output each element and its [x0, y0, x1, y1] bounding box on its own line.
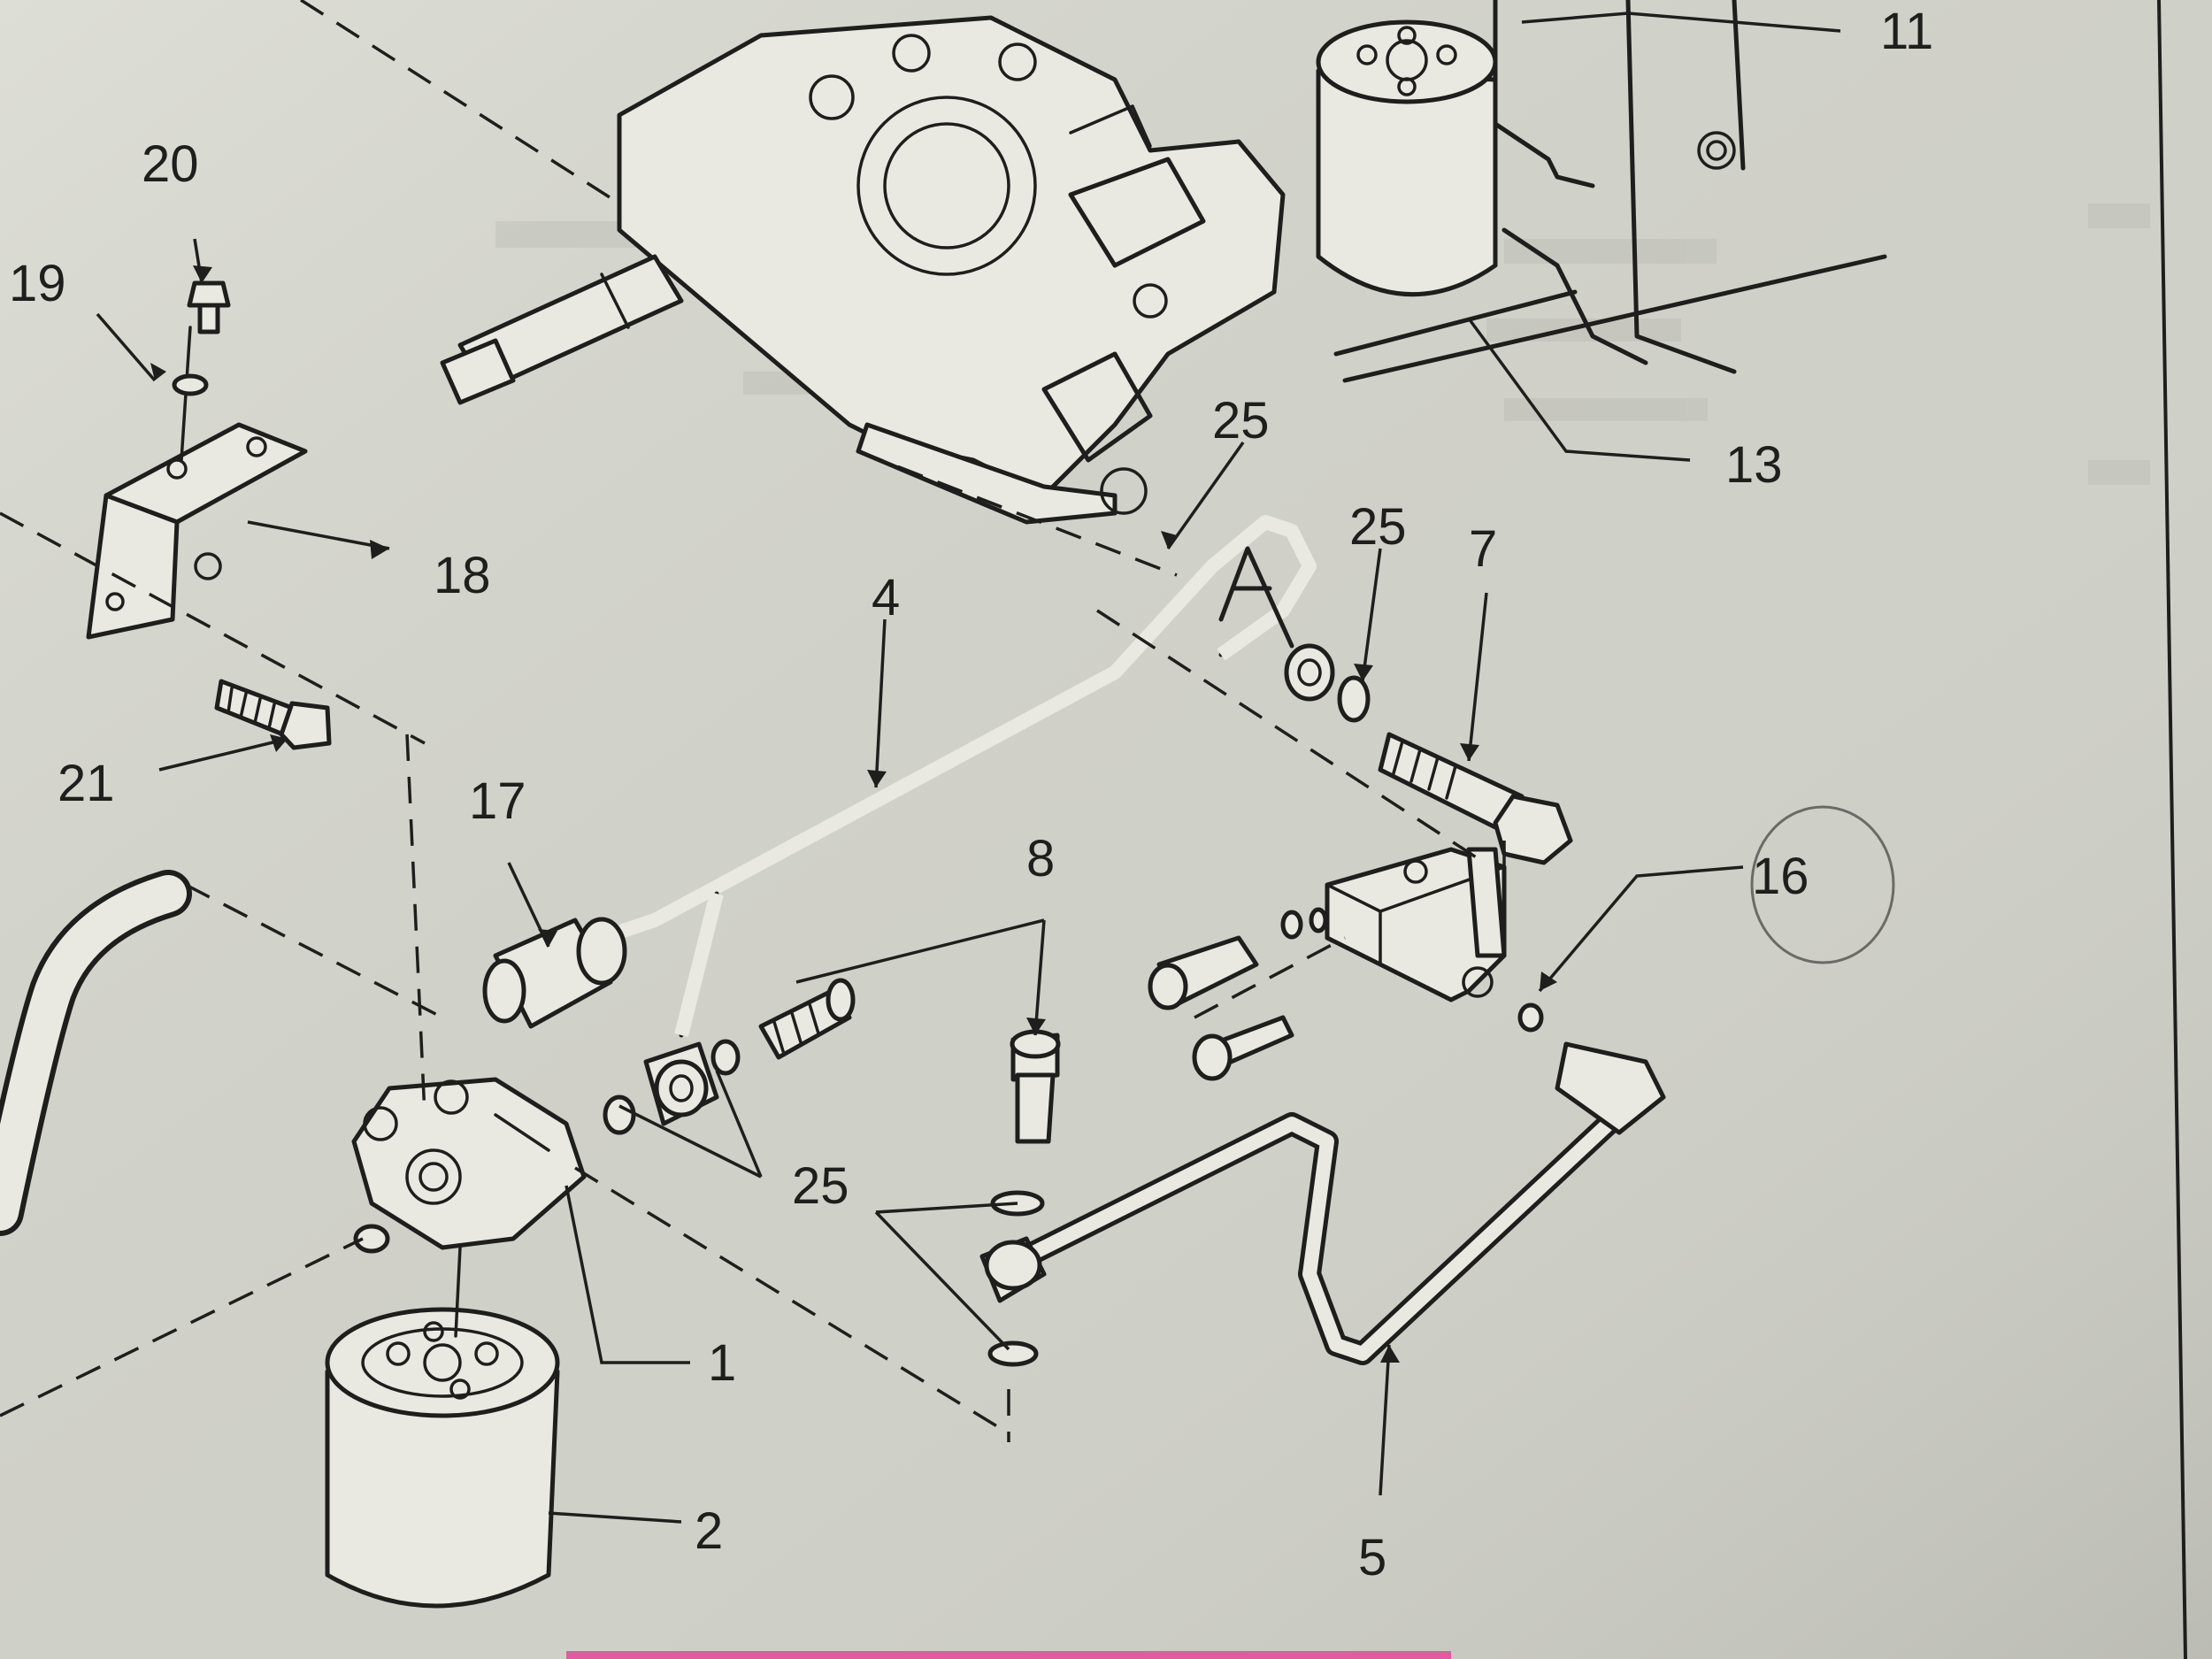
callout-21: 21 — [58, 755, 115, 812]
bracket-18 — [86, 326, 308, 640]
callout-2: 2 — [695, 1502, 723, 1560]
callout-5: 5 — [1358, 1529, 1386, 1586]
callout-8: 8 — [1026, 830, 1055, 887]
callout-19: 19 — [9, 255, 66, 312]
engine-block-right — [1333, 0, 1887, 383]
callout-16: 11 — [1880, 3, 1933, 60]
highlight-circle-11 — [1750, 805, 1895, 964]
filter-adapter-1 — [351, 1077, 587, 1254]
callout-25c: 25 — [792, 1157, 849, 1215]
callout-25a: 25 — [1212, 392, 1270, 449]
callout-11: 16 — [1752, 848, 1809, 905]
hose-left — [0, 870, 192, 1236]
callout-1: 1 — [708, 1334, 736, 1392]
callout-17: 17 — [469, 772, 526, 830]
callout-20: 20 — [142, 135, 199, 193]
callout-7: 7 — [1469, 520, 1497, 578]
washer-19 — [172, 373, 209, 396]
callout-labels: 11 13 25 25 7 4 18 20 19 21 17 8 16 25 1… — [9, 3, 1933, 1586]
assembly-dashed-lines — [0, 0, 1506, 1442]
callout-25b: 25 — [1349, 498, 1407, 556]
callout-13: 13 — [1725, 436, 1783, 494]
leader-lines — [96, 12, 1841, 1524]
bolt-21 — [214, 679, 332, 750]
oil-tube-5 — [979, 1002, 1666, 1367]
fitting-8-left — [758, 978, 856, 1060]
oil-filter-13 — [1316, 19, 1498, 297]
engine-housing — [440, 15, 1286, 525]
manifold-block — [1325, 847, 1507, 1002]
leader-arrowheads — [150, 265, 1557, 1363]
bolt-20 — [187, 280, 231, 334]
callout-4: 4 — [872, 569, 900, 626]
bolts-manifold — [1148, 907, 1328, 1081]
oil-filter-2 — [325, 1246, 560, 1609]
page-edge-accent — [566, 1651, 1451, 1659]
oil-tube-4 — [482, 515, 1335, 1135]
page-edge-line — [2157, 0, 2187, 1659]
callout-18: 18 — [434, 547, 491, 604]
bolt-7 — [1337, 675, 1573, 865]
fitting-8-right — [1010, 1029, 1061, 1144]
